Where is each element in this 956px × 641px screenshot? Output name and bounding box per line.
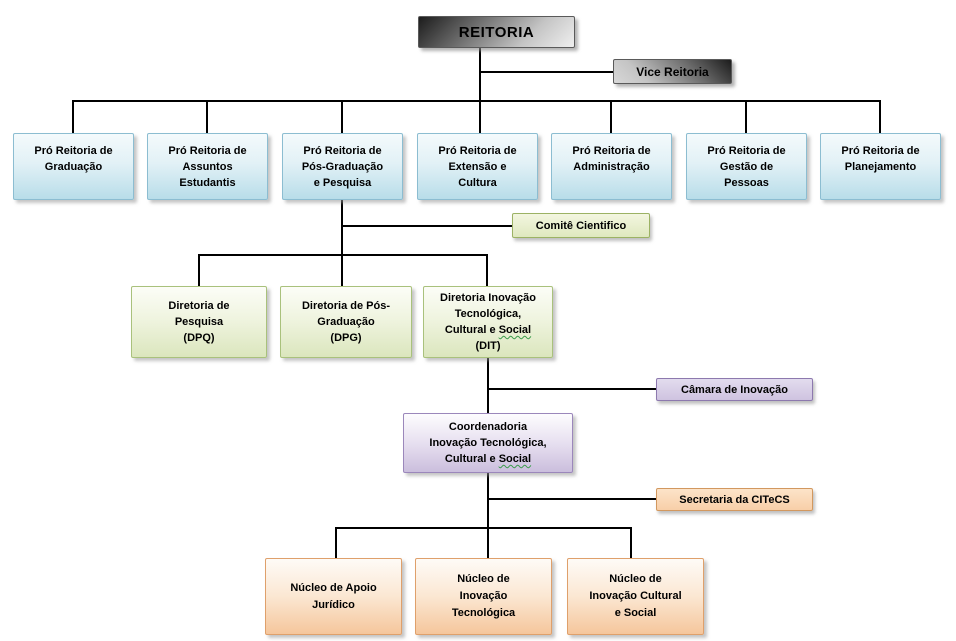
org-node-label: Comitê Cientifico: [535, 219, 627, 232]
connector-stub-dpq: [198, 254, 200, 286]
connector-stub-administracao: [610, 100, 612, 133]
connector-level1-bus: [72, 100, 880, 102]
org-node-label: Pró Reitoria de Planejamento: [841, 145, 920, 173]
org-node-pro-reitoria-planejamento: Pró Reitoria de Planejamento: [820, 133, 941, 200]
org-node-nucleo-inovacao-tecnologica: Núcleo de Inovação Tecnológica: [415, 558, 552, 635]
org-node-label: Pró Reitoria de Graduação: [34, 145, 113, 173]
connector-pos-graduacao-trunk: [341, 200, 343, 286]
connector-vice-reitoria: [480, 71, 613, 73]
connector-stub-nucleo-juridico: [335, 527, 337, 558]
org-node-label: Coordenadoria Inovação Tecnológica, Cult…: [429, 421, 547, 465]
org-node-vice-reitoria: Vice Reitoria: [613, 59, 732, 84]
org-node-label: Secretaria da CITeCS: [679, 493, 790, 506]
connector-stub-graduacao: [72, 100, 74, 133]
org-node-diretoria-pos-graduacao-dpg: Diretoria de Pós- Graduação (DPG): [280, 286, 412, 358]
connector-dit-trunk: [487, 358, 489, 413]
connector-stub-nucleo-cultural: [630, 527, 632, 558]
connector-stub-planejamento: [879, 100, 881, 133]
org-node-nucleo-apoio-juridico: Núcleo de Apoio Jurídico: [265, 558, 402, 635]
org-node-coordenadoria-citecs: Coordenadoria Inovação Tecnológica, Cult…: [403, 413, 573, 473]
connector-reitoria-trunk: [479, 48, 481, 133]
org-node-label: Núcleo de Inovação Tecnológica: [451, 573, 516, 619]
org-node-camara-inovacao: Câmara de Inovação: [656, 378, 813, 401]
org-node-pro-reitoria-administracao: Pró Reitoria de Administração: [551, 133, 672, 200]
org-node-label: Pró Reitoria de Gestão de Pessoas: [707, 145, 786, 189]
org-node-label: Diretoria de Pesquisa (DPQ): [168, 300, 230, 344]
connector-stub-dit: [486, 254, 488, 286]
connector-stub-pos-graduacao: [341, 100, 343, 133]
org-node-reitoria: REITORIA: [418, 16, 575, 48]
connector-comite-cientifico: [342, 225, 512, 227]
connector-camara-inovacao: [488, 388, 656, 390]
connector-nucleos-bus: [335, 527, 632, 529]
org-node-label: Diretoria de Pós- Graduação (DPG): [301, 300, 391, 344]
connector-stub-assuntos: [206, 100, 208, 133]
org-node-label: Pró Reitoria de Pós-Graduação e Pesquisa: [301, 145, 384, 189]
org-node-label: Diretoria Inovação Tecnológica, Cultural…: [440, 292, 536, 352]
org-node-label: Câmara de Inovação: [681, 383, 788, 396]
org-node-label: Pró Reitoria de Assuntos Estudantis: [168, 145, 247, 189]
org-node-pro-reitoria-graduacao: Pró Reitoria de Graduação: [13, 133, 134, 200]
org-node-label: Pró Reitoria de Extensão e Cultura: [438, 145, 517, 189]
org-node-pro-reitoria-gestao-pessoas: Pró Reitoria de Gestão de Pessoas: [686, 133, 807, 200]
org-node-pro-reitoria-pos-graduacao-pesquisa: Pró Reitoria de Pós-Graduação e Pesquisa: [282, 133, 403, 200]
connector-stub-gestao: [745, 100, 747, 133]
org-node-nucleo-inovacao-cultural-social: Núcleo de Inovação Cultural e Social: [567, 558, 704, 635]
org-node-diretoria-pesquisa-dpq: Diretoria de Pesquisa (DPQ): [131, 286, 267, 358]
org-node-comite-cientifico: Comitê Cientifico: [512, 213, 650, 238]
org-node-label: Núcleo de Apoio Jurídico: [290, 581, 377, 611]
connector-secretaria-citecs: [488, 498, 656, 500]
org-node-reitoria-label: REITORIA: [458, 23, 535, 41]
org-node-vice-reitoria-label: Vice Reitoria: [636, 64, 709, 79]
connector-diretorias-bus: [198, 254, 488, 256]
org-node-label: Pró Reitoria de Administração: [572, 145, 651, 173]
org-node-label: Núcleo de Inovação Cultural e Social: [589, 573, 682, 619]
org-node-pro-reitoria-assuntos-estudantis: Pró Reitoria de Assuntos Estudantis: [147, 133, 268, 200]
org-node-pro-reitoria-extensao-cultura: Pró Reitoria de Extensão e Cultura: [417, 133, 538, 200]
connector-coordenadoria-trunk: [487, 473, 489, 558]
org-node-diretoria-inovacao-dit: Diretoria Inovação Tecnológica, Cultural…: [423, 286, 553, 358]
org-node-secretaria-citecs: Secretaria da CITeCS: [656, 488, 813, 511]
